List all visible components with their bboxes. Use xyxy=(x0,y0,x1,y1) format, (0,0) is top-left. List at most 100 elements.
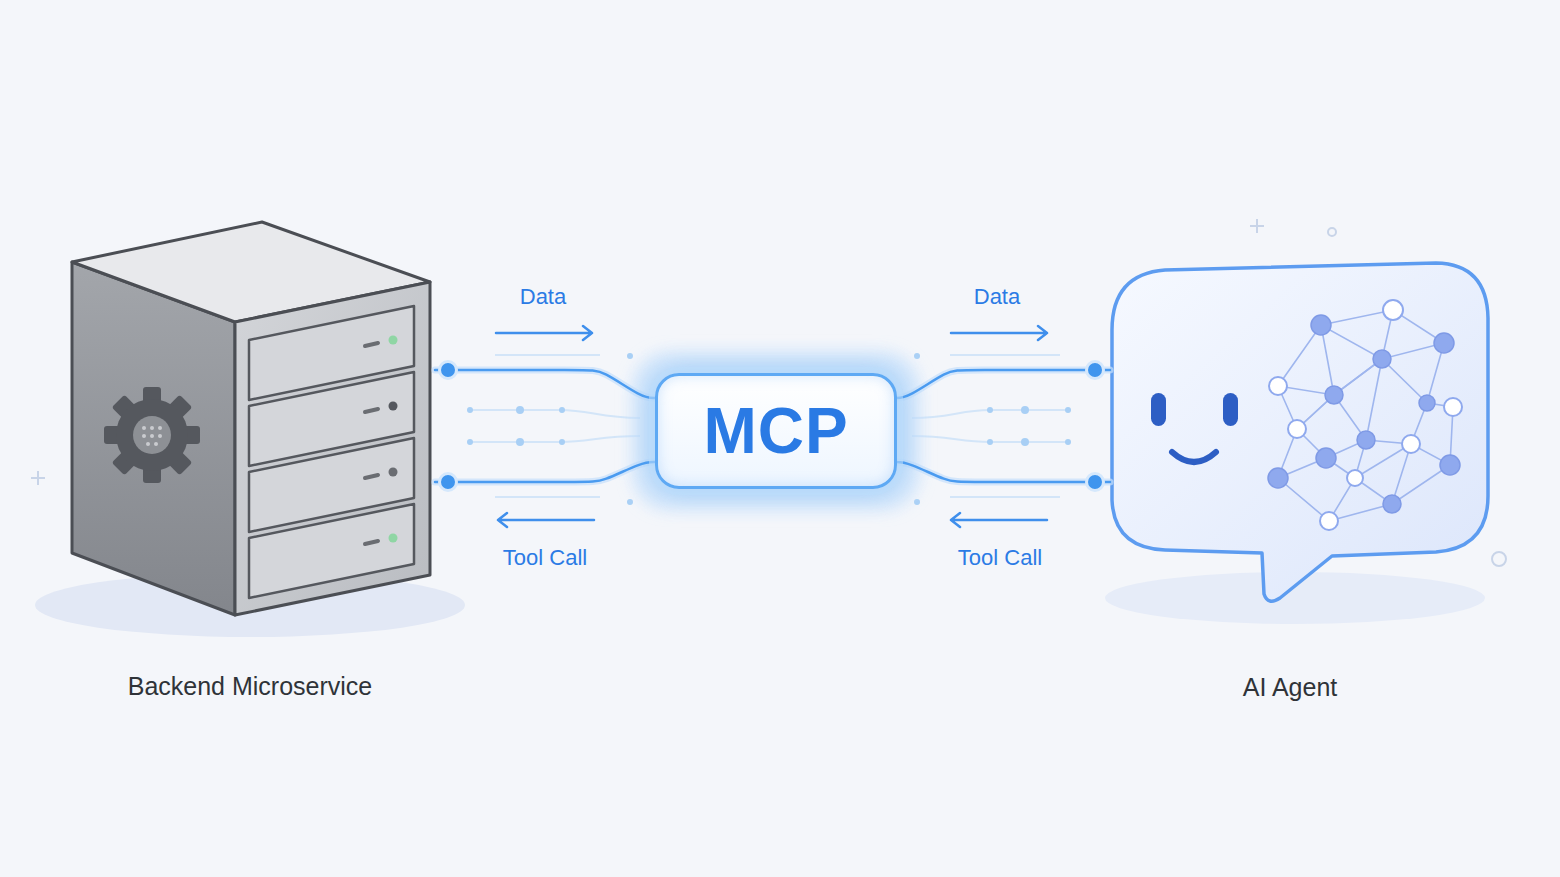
circuit-dot xyxy=(1021,438,1029,446)
gear-symbol xyxy=(116,399,188,471)
status-light xyxy=(389,402,398,411)
neural-network xyxy=(1444,398,1462,416)
neural-network xyxy=(1440,455,1460,475)
circuit-dot xyxy=(914,353,920,359)
circuit-trace xyxy=(950,354,1060,356)
direction-arrow xyxy=(951,326,1047,340)
neural-network xyxy=(1278,310,1453,521)
server-illustration xyxy=(235,282,430,615)
gear-symbol xyxy=(150,426,154,430)
neural-network xyxy=(1269,300,1462,530)
wire-endpoint xyxy=(1087,474,1104,491)
server-illustration xyxy=(35,573,465,637)
gear-symbol xyxy=(154,442,158,446)
circuit-trace xyxy=(495,496,600,498)
status-light xyxy=(389,534,398,543)
sparkle xyxy=(1328,228,1336,236)
gear-symbol xyxy=(142,426,146,430)
circuit-dot xyxy=(1021,406,1029,414)
circuit-dot xyxy=(559,407,565,413)
gear-symbol xyxy=(164,395,192,423)
neural-network xyxy=(1268,300,1462,530)
neural-network xyxy=(1383,495,1401,513)
circuit-dot xyxy=(627,353,633,359)
neural-network xyxy=(1278,359,1382,440)
agent-smile xyxy=(1172,452,1216,462)
direction-arrow xyxy=(498,513,594,527)
node-label: Backend Microservice xyxy=(65,672,435,701)
drawer xyxy=(249,438,414,532)
circuit-dot xyxy=(914,499,920,505)
circuit-trace xyxy=(470,410,640,418)
wire-endpoint xyxy=(440,362,1104,491)
neural-network xyxy=(1278,440,1366,521)
edge-label: Tool Call xyxy=(455,545,635,571)
circuit-dot xyxy=(467,439,473,445)
circuit-dot xyxy=(516,438,524,446)
server-node: Backend Microservice xyxy=(65,222,435,617)
edge-label: Data xyxy=(907,284,1087,310)
wire xyxy=(435,370,655,398)
circuit-dot xyxy=(516,406,524,414)
neural-network xyxy=(1402,435,1420,453)
connector xyxy=(896,326,1110,398)
status-light xyxy=(389,468,398,477)
agent-bubble xyxy=(1105,572,1485,624)
circuit-trace xyxy=(912,436,1070,442)
neural-network xyxy=(1316,448,1336,468)
drawer-indicator xyxy=(365,409,378,412)
neural-network xyxy=(1383,300,1403,320)
gear-symbol xyxy=(112,447,140,475)
node-label: AI Agent xyxy=(1110,673,1470,702)
gear-symbol xyxy=(133,416,171,454)
drawer xyxy=(249,306,414,598)
wire-endpoint xyxy=(440,362,457,379)
wire xyxy=(896,370,1110,398)
circuit-trace xyxy=(470,355,1070,497)
circuit-trace xyxy=(950,496,1060,498)
direction-arrow xyxy=(496,326,592,340)
neural-network xyxy=(1297,395,1334,429)
neural-network xyxy=(1311,315,1331,335)
gear-symbol xyxy=(150,434,154,438)
gear-symbol xyxy=(164,447,192,475)
circuit-dot xyxy=(467,353,1071,505)
wire xyxy=(435,462,655,482)
neural-network xyxy=(1320,512,1338,530)
circuit-trace xyxy=(495,354,600,356)
gear-symbol xyxy=(104,387,200,483)
agent-eye xyxy=(1223,393,1238,426)
wire-endpoint xyxy=(440,474,457,491)
gear-symbol xyxy=(178,426,200,444)
sparkle xyxy=(1492,552,1506,566)
gear-symbol xyxy=(146,442,150,446)
sparkle xyxy=(31,471,45,485)
connector xyxy=(435,326,655,398)
drawer xyxy=(249,504,414,598)
neural-network xyxy=(1288,420,1306,438)
wire-endpoint xyxy=(1087,362,1104,379)
neural-network xyxy=(1278,429,1411,504)
drawer-indicator xyxy=(365,343,378,544)
gear-symbol xyxy=(142,434,146,438)
gear-symbol xyxy=(158,426,162,430)
neural-network xyxy=(1325,386,1343,404)
wire-glow xyxy=(435,370,655,398)
protocol-label: MCP xyxy=(658,376,894,486)
neural-network xyxy=(1434,333,1454,353)
agent-node: AI Agent xyxy=(1110,262,1490,602)
circuit-trace xyxy=(912,410,1070,418)
edge-label: Data xyxy=(453,284,633,310)
connector xyxy=(435,462,655,527)
circuit-trace xyxy=(470,436,640,442)
wire-glow xyxy=(896,370,1110,398)
neural-network xyxy=(1355,444,1411,478)
drawer xyxy=(249,372,414,466)
agent-bubble xyxy=(1105,263,1488,624)
server-illustration xyxy=(72,222,430,322)
drawer-indicator xyxy=(365,343,378,346)
neural-network xyxy=(1419,395,1435,411)
connector xyxy=(896,462,1110,527)
circuit-dot xyxy=(987,439,993,445)
